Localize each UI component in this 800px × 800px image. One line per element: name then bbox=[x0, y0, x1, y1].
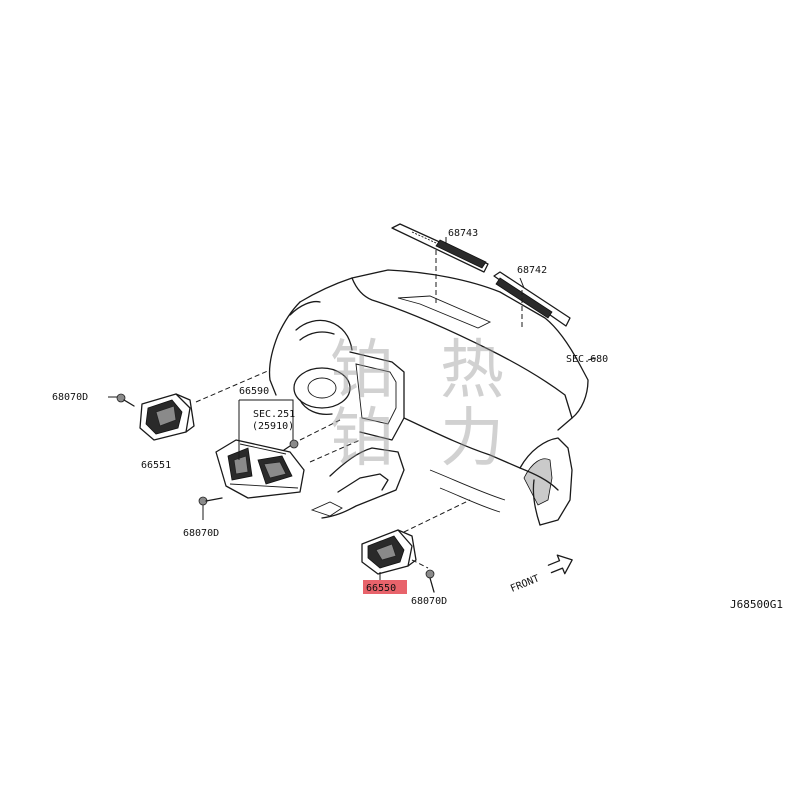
label-66551: 66551 bbox=[141, 460, 171, 471]
part-66590-vent bbox=[215, 439, 305, 499]
label-68070d-left: 68070D bbox=[52, 392, 88, 403]
label-68743: 68743 bbox=[448, 228, 478, 239]
label-sec680: SEC.680 bbox=[566, 354, 608, 365]
watermark-char-2: 热 bbox=[440, 334, 504, 408]
part-68742-grille bbox=[493, 271, 571, 327]
screw-68070d-left bbox=[116, 393, 135, 407]
part-66551-vent bbox=[139, 393, 195, 441]
diagram-code: J68500G1 bbox=[730, 598, 783, 611]
label-68070d-mid: 68070D bbox=[183, 528, 219, 539]
highlight-66550 bbox=[363, 580, 407, 594]
label-sec251-sub: (25910) bbox=[252, 421, 294, 432]
part-66550-vent bbox=[361, 529, 417, 575]
screw-68070d-right bbox=[425, 569, 435, 593]
label-66590: 66590 bbox=[239, 386, 269, 397]
watermark-char-1: 铂 bbox=[330, 334, 394, 408]
label-68742: 68742 bbox=[517, 265, 547, 276]
front-arrow-icon bbox=[547, 554, 573, 575]
watermark-char-4: 力 bbox=[440, 402, 504, 476]
label-66550: 66550 bbox=[366, 583, 396, 594]
screw-68070d-mid bbox=[198, 496, 223, 506]
label-sec251: SEC.251 bbox=[253, 409, 295, 420]
label-68070d-right: 68070D bbox=[411, 596, 447, 607]
part-68743-grille bbox=[391, 223, 489, 273]
label-front: FRONT bbox=[509, 573, 541, 594]
dashboard-body bbox=[268, 269, 589, 526]
clip-sec251 bbox=[283, 439, 299, 451]
watermark-char-3: 铂 bbox=[330, 402, 394, 476]
